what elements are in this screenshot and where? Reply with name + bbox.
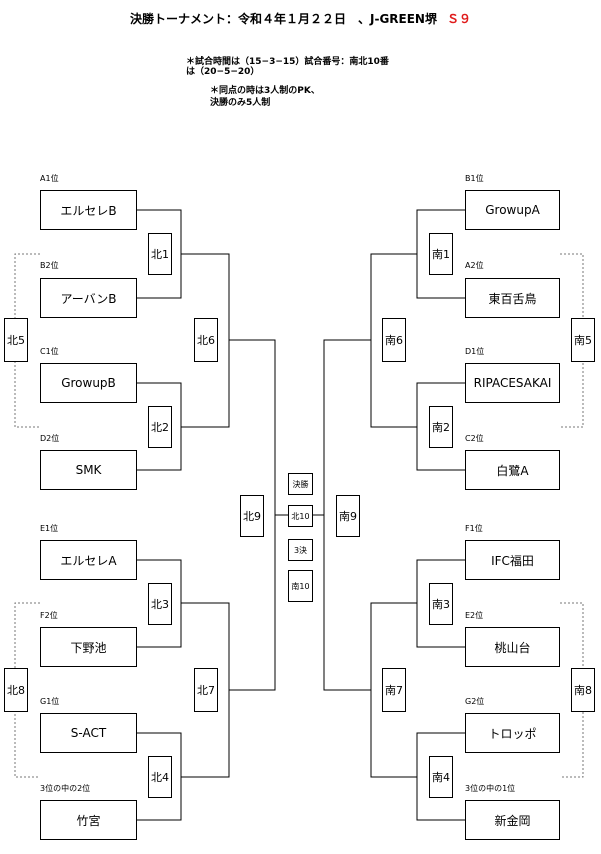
team-box: 白鷺A	[465, 450, 560, 490]
team-box: GrowupA	[465, 190, 560, 230]
team-box: GrowupB	[40, 363, 137, 403]
seed-label: D2位	[40, 434, 60, 443]
note-line: ＊試合時間は（15−3−15）試合番号：南北10番	[186, 57, 389, 67]
match-north5: 北5	[4, 318, 28, 362]
match-north7: 北7	[194, 668, 218, 712]
note-line: は（20−5−20）	[186, 67, 260, 77]
seed-label: E2位	[465, 611, 484, 620]
team-box: 竹宮	[40, 800, 137, 840]
seed-label: F2位	[40, 611, 58, 620]
match-north1: 北1	[148, 233, 172, 275]
right-bracket-lines	[313, 209, 465, 821]
team-box: 下野池	[40, 627, 137, 667]
seed-label: D1位	[465, 347, 485, 356]
match-south9: 南9	[336, 495, 360, 537]
team-box: 東百舌鳥	[465, 278, 560, 318]
note-line: ＊同点の時は3人制のPK、	[210, 86, 320, 96]
team-box: エルセレB	[40, 190, 137, 230]
page-title: 決勝トーナメント：令和４年１月２２日 、J-GREEN堺 Ｓ９	[0, 10, 601, 27]
final-label: 決勝	[288, 473, 313, 495]
seed-label: A2位	[465, 261, 484, 270]
team-box: SMK	[40, 450, 137, 490]
match-north2: 北2	[148, 406, 172, 448]
title-court: Ｓ９	[446, 12, 471, 26]
team-box: アーバンB	[40, 278, 137, 318]
match-south7: 南7	[382, 668, 406, 712]
seed-label: G2位	[465, 697, 485, 706]
match-south2: 南2	[429, 406, 453, 448]
match-south1: 南1	[429, 233, 453, 275]
note-match-time: ＊試合時間は（15−3−15）試合番号：南北10番	[186, 56, 389, 68]
team-box: 桃山台	[465, 627, 560, 667]
match-north9: 北9	[240, 495, 264, 537]
seed-label: A1位	[40, 174, 59, 183]
team-box: IFC福田	[465, 540, 560, 580]
title-text: 決勝トーナメント：令和４年１月２２日 、J-GREEN堺	[130, 12, 437, 26]
team-box: 新金岡	[465, 800, 560, 840]
team-box: RIPACESAKAI	[465, 363, 560, 403]
team-box: S-ACT	[40, 713, 137, 753]
match-south5: 南5	[571, 318, 595, 362]
final-match: 北10	[288, 505, 313, 527]
seed-label: C2位	[465, 434, 484, 443]
third-place-label: 3決	[288, 539, 313, 561]
seed-label: B2位	[40, 261, 59, 270]
seed-label: E1位	[40, 524, 59, 533]
note-final-time: は（20−5−20）	[186, 66, 259, 78]
team-box: トロッポ	[465, 713, 560, 753]
team-box: エルセレA	[40, 540, 137, 580]
seed-label: 3位の中の2位	[40, 784, 91, 793]
match-south6: 南6	[382, 318, 406, 362]
third-place-match: 南10	[288, 570, 313, 602]
seed-label: G1位	[40, 697, 60, 706]
seed-label: F1位	[465, 524, 483, 533]
match-south3: 南3	[429, 583, 453, 625]
note-line: 決勝のみ5人制	[210, 98, 271, 108]
left-bracket-lines	[137, 209, 288, 821]
match-north3: 北3	[148, 583, 172, 625]
seed-label: 3位の中の1位	[465, 784, 516, 793]
match-north4: 北4	[148, 756, 172, 798]
note-pk: ＊同点の時は3人制のPK、 決勝のみ5人制	[210, 85, 320, 109]
match-north8: 北8	[4, 668, 28, 712]
seed-label: B1位	[465, 174, 484, 183]
line-north5	[14, 253, 40, 428]
match-south4: 南4	[429, 756, 453, 798]
match-north6: 北6	[194, 318, 218, 362]
seed-label: C1位	[40, 347, 59, 356]
match-south8: 南8	[571, 668, 595, 712]
